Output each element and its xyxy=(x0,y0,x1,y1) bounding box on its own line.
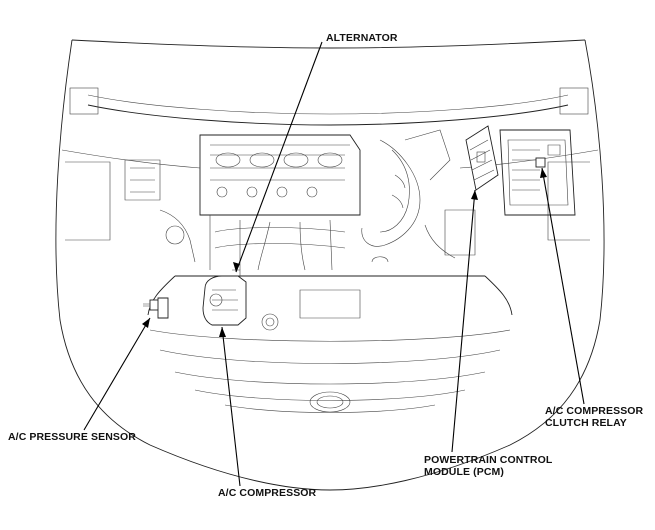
pressure-sensor-leader xyxy=(83,317,151,431)
pcm-label-line1: POWERTRAIN CONTROL xyxy=(424,454,553,466)
clutch-relay-icon xyxy=(535,157,546,168)
pcm-leader xyxy=(451,189,476,453)
leader-lines xyxy=(83,41,585,487)
car-body-outline xyxy=(55,39,605,491)
ac-pressure-sensor-label: A/C PRESSURE SENSOR xyxy=(8,431,136,443)
relay-label-line2: CLUTCH RELAY xyxy=(545,417,627,429)
alternator-label: ALTERNATOR xyxy=(326,32,398,44)
relay-box xyxy=(499,129,576,216)
engine-block xyxy=(124,129,476,271)
compressor-leader xyxy=(221,326,241,487)
relay-leader xyxy=(541,167,585,405)
pcm-label-line2: MODULE (PCM) xyxy=(424,466,504,478)
ac-compressor-body xyxy=(202,269,247,326)
relay-label-line1: A/C COMPRESSOR xyxy=(545,405,644,417)
ac-pressure-sensor-body xyxy=(143,297,169,319)
ac-compressor-label: A/C COMPRESSOR xyxy=(218,487,317,499)
pcm-module xyxy=(465,125,499,191)
radiator-support xyxy=(147,256,513,413)
alternator-leader xyxy=(235,41,323,273)
